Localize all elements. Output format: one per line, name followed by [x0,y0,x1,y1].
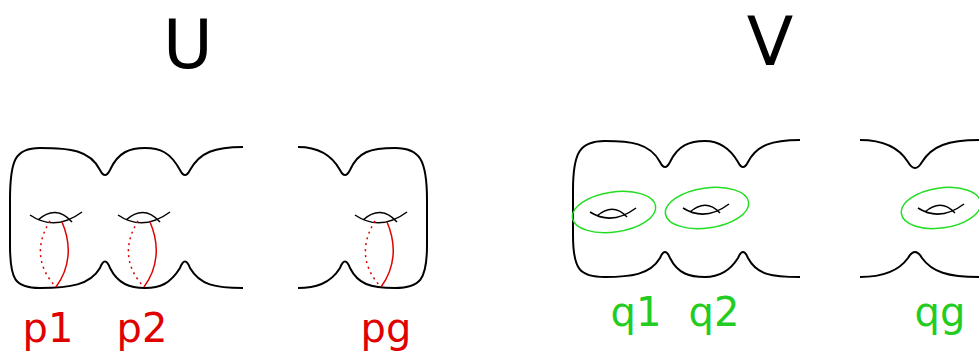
meridian-curve [56,222,68,287]
handle-hole [590,208,636,218]
surface-outline [860,140,979,168]
curve-label: p1 [23,308,74,348]
meridian-curve [381,222,393,287]
longitude-curve [663,182,752,233]
handle-hole [118,212,170,223]
surface-outline [573,140,800,277]
handle-hole [355,212,407,223]
meridian-curve [365,221,381,287]
curve-label: p2 [117,308,168,348]
longitude-curve [570,186,659,237]
handle-hole [30,212,82,223]
handle-hole [683,204,729,214]
surface-outline [10,140,979,288]
longitude-curve [570,182,979,237]
surface-outline [860,252,979,277]
handle-hole [30,204,964,223]
meridian-curve [40,221,56,287]
handle-hole [918,204,964,214]
meridian-curve [128,221,144,287]
surface-outline [10,147,243,288]
curve-label: qg [915,292,966,332]
longitude-curve [899,183,979,234]
curve-label: pg [361,308,412,348]
surface-name: U [163,11,213,79]
curve-label: q1 [611,292,662,332]
meridian-curve [40,221,393,287]
meridian-curve [144,222,156,287]
curve-label: q2 [689,292,740,332]
surface-name: V [747,8,794,76]
surface-outline [298,147,427,288]
